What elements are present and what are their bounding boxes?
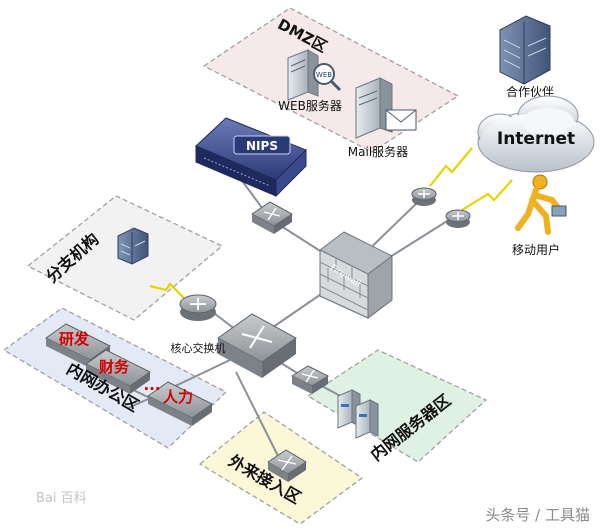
hr-label: 人力 (163, 388, 193, 406)
web-badge-text: WEB (316, 71, 332, 79)
router-icon (411, 187, 437, 206)
internet-label: Internet (497, 129, 575, 149)
nips-appliance-icon: NIPS (195, 117, 307, 198)
mobile-user-label: 移动用户 (512, 242, 560, 257)
source-watermark: 头条号 / 工具猫 (485, 506, 590, 524)
web-server-label: WEB服务器 (278, 98, 342, 113)
finance-department-switch-icon (85, 349, 151, 394)
wireless-links (149, 147, 513, 299)
baidu-watermark: Bai 百科 (36, 491, 87, 506)
finance-label: 财务 (99, 358, 130, 376)
core-switch-icon (217, 313, 297, 378)
branch-building-icon (117, 227, 149, 265)
router-icon (445, 209, 471, 228)
internal-server-icon (337, 389, 379, 439)
hr-department-switch-icon (147, 381, 213, 426)
web-server-icon: WEB (287, 49, 342, 101)
mobile-user-icon (515, 174, 567, 235)
nips-label: NIPS (246, 139, 278, 153)
core-switch-label: 核心交换机 (171, 341, 226, 355)
mail-server-icon (355, 77, 417, 139)
internet-cloud-icon (477, 95, 595, 173)
partner-label: 合作伙伴 (506, 84, 554, 99)
rd-label: 研发 (59, 330, 90, 348)
nips-switch-icon (251, 201, 293, 234)
branch-router-icon (179, 294, 217, 321)
server-zone-switch-icon (290, 365, 330, 394)
mail-server-label: Mail服务器 (348, 144, 408, 159)
dots-label: ... (143, 376, 160, 394)
firewall-icon: Firewall (319, 231, 393, 319)
partner-building-icon (499, 15, 551, 85)
external-switch-icon (267, 449, 307, 482)
server-zone (306, 349, 488, 463)
